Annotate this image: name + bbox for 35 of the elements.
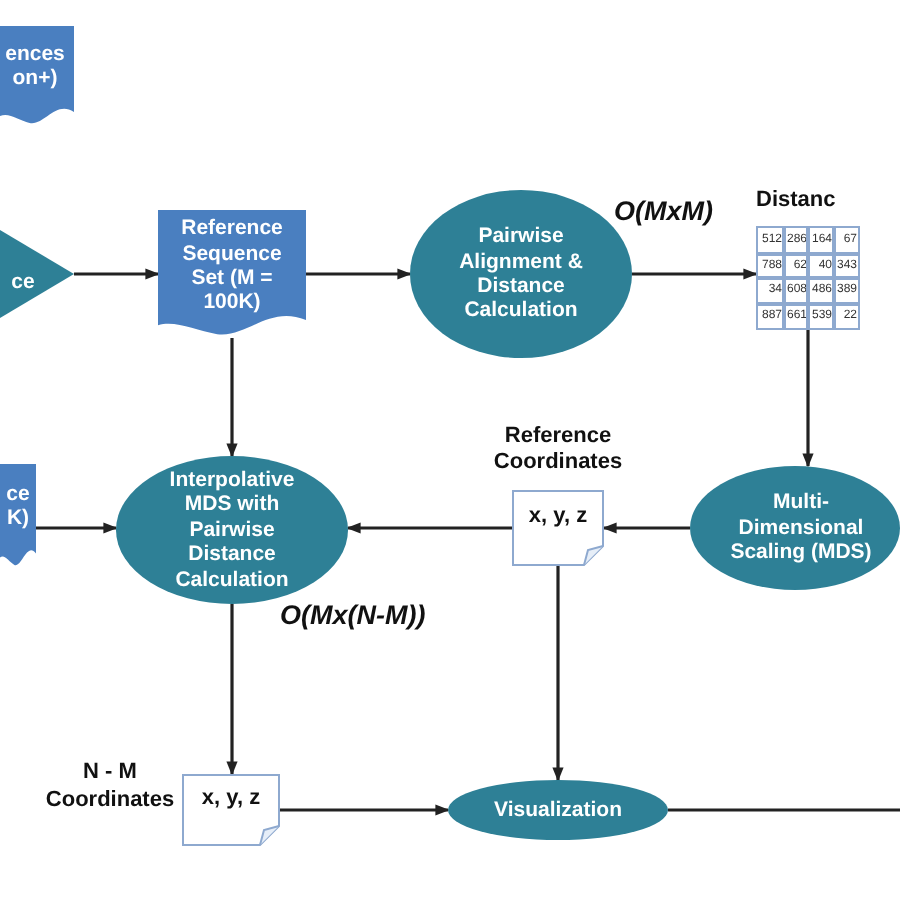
arrow — [346, 522, 512, 534]
node-label: ences on+) — [3, 41, 67, 91]
connector-line — [668, 808, 900, 812]
arrow — [602, 522, 690, 534]
complexity-label: O(MxM) — [614, 196, 713, 226]
arrow — [74, 268, 160, 280]
complexity-label: O(Mx(N-M)) — [280, 600, 426, 630]
arrow — [226, 604, 238, 776]
process-ellipse — [116, 456, 348, 604]
arrow — [632, 268, 758, 280]
node-label: ce K) — [4, 481, 32, 531]
document-shape — [0, 464, 36, 568]
node-label: Reference Sequence Set (M = 100K) — [179, 216, 285, 316]
process-ellipse — [690, 466, 900, 590]
decision-diamond — [0, 230, 74, 318]
arrow — [552, 566, 564, 782]
node-label: Multi-Dimensional Scaling (MDS) — [728, 490, 874, 566]
node-label: Visualization — [494, 797, 622, 823]
node-label: Interpolative MDS with Pairwise Distance Calculation — [167, 468, 297, 592]
arrow — [226, 338, 238, 458]
node-label: x, y, z — [528, 503, 588, 529]
arrow — [802, 330, 814, 468]
beside-label: N - M Coordinates — [44, 760, 176, 815]
heading-label: Reference Coordinates — [491, 424, 625, 477]
node-label: x, y, z — [201, 785, 261, 811]
heading-label: Distanc — [756, 188, 838, 215]
note-document — [182, 774, 280, 846]
document-shape — [0, 26, 74, 126]
node-label: ce — [11, 269, 35, 295]
process-ellipse — [448, 780, 668, 840]
arrow — [306, 268, 412, 280]
arrow — [280, 804, 450, 816]
arrow — [36, 522, 118, 534]
node-label: Pairwise Alignment & Distance Calculation — [457, 224, 585, 324]
document-shape — [158, 210, 306, 338]
